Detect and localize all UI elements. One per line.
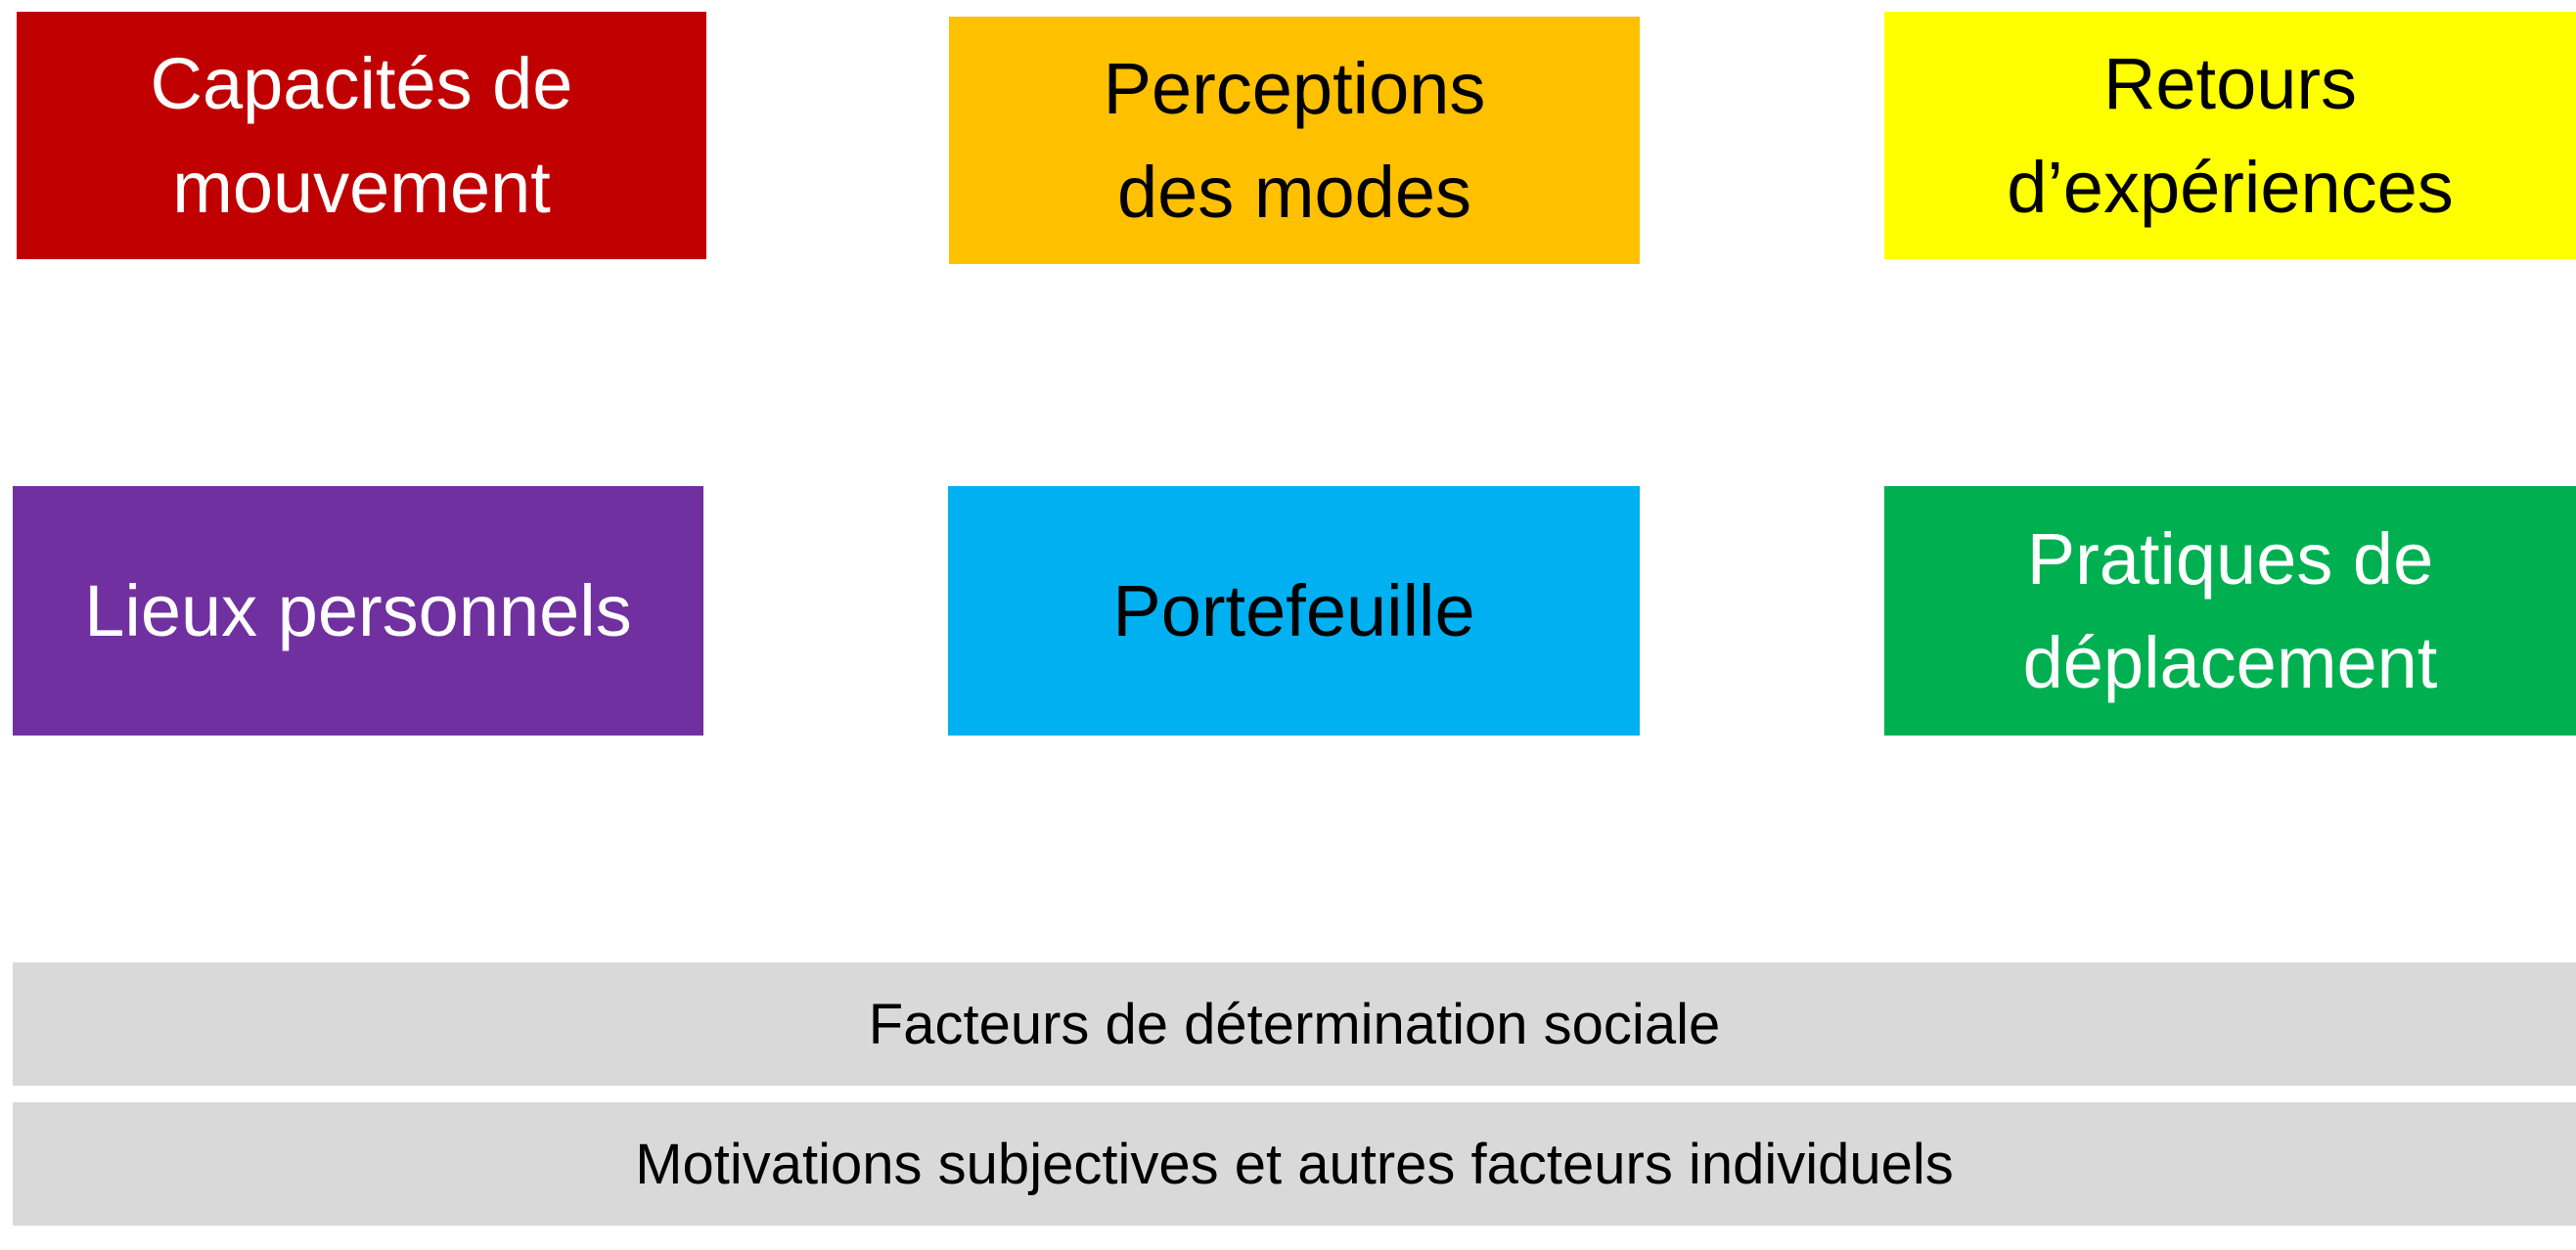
box-lieux-personnels: Lieux personnels	[13, 486, 703, 736]
box-label: Portefeuille	[1112, 569, 1475, 651]
box-label: Retours d’expériences	[2007, 42, 2454, 228]
bar-label: Facteurs de détermination sociale	[868, 992, 1721, 1056]
box-pratiques-de-deplacement: Pratiques de déplacement	[1884, 486, 2576, 736]
box-retours-experiences: Retours d’expériences	[1884, 12, 2576, 259]
bar-facteurs-determination-sociale: Facteurs de détermination sociale	[13, 962, 2576, 1086]
bar-label: Motivations subjectives et autres facteu…	[635, 1132, 1954, 1196]
box-portefeuille: Portefeuille	[948, 486, 1640, 736]
box-label: Capacités de mouvement	[150, 42, 573, 228]
box-label: Perceptions des modes	[1103, 47, 1486, 233]
box-capacites-de-mouvement: Capacités de mouvement	[17, 12, 706, 259]
box-perceptions-des-modes: Perceptions des modes	[949, 17, 1640, 264]
bar-motivations-subjectives: Motivations subjectives et autres facteu…	[13, 1102, 2576, 1226]
box-label: Lieux personnels	[84, 569, 632, 651]
box-label: Pratiques de déplacement	[2022, 517, 2438, 703]
